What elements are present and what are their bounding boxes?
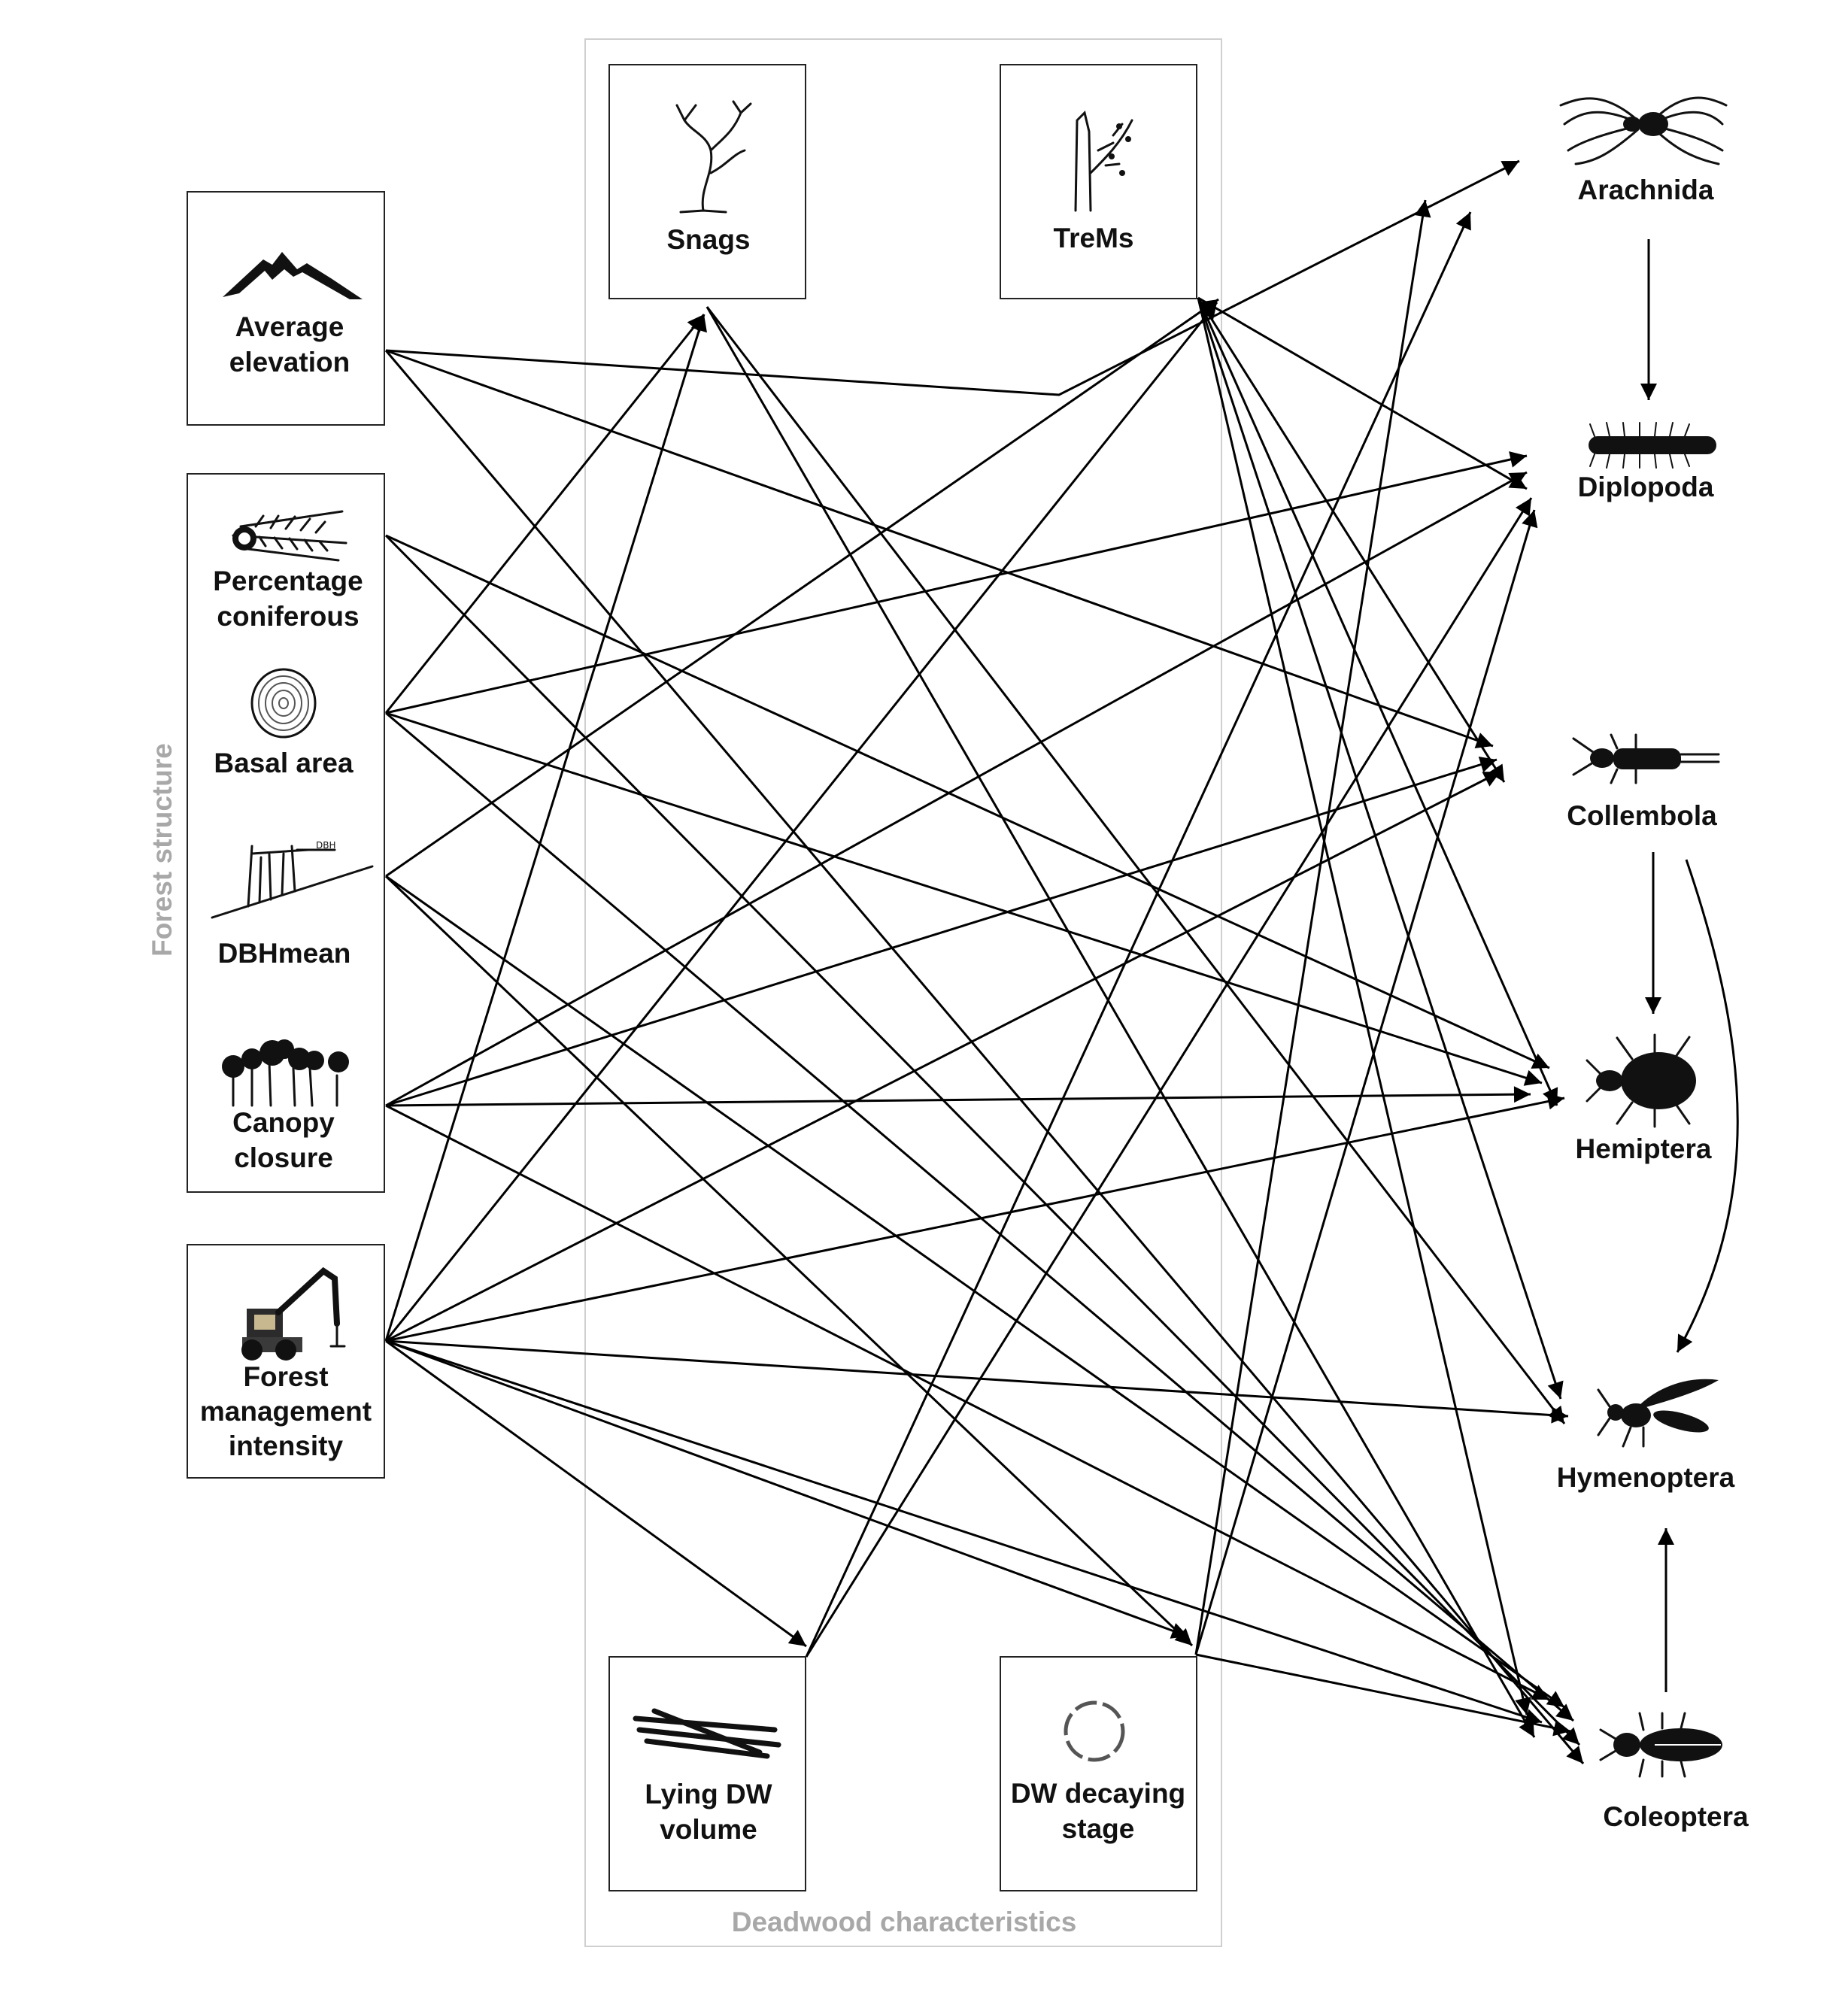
node-label-line: intensity bbox=[229, 1430, 344, 1461]
node-label-line: Hemiptera bbox=[1576, 1133, 1712, 1164]
edge-management-to-snags bbox=[384, 314, 707, 1342]
forest-structure-stack-box bbox=[187, 473, 385, 1193]
edge-management-to-trems bbox=[384, 302, 1218, 1342]
edge-dwdecay-to-coleoptera bbox=[1195, 1653, 1571, 1737]
edge-management-to-hymenoptera bbox=[385, 1339, 1569, 1424]
conifer-branch-icon bbox=[232, 510, 347, 562]
edge-dwdecay-to-diplopoda bbox=[1194, 509, 1538, 1655]
node-hemiptera: Hemiptera bbox=[1576, 1033, 1712, 1164]
node-label-line: TreMs bbox=[1054, 223, 1134, 253]
edge-management-to-collembola bbox=[385, 770, 1501, 1342]
edge-canopy-to-collembola bbox=[385, 757, 1498, 1107]
edge-basal-to-snags bbox=[384, 314, 706, 714]
node-label-line: Forest bbox=[243, 1361, 328, 1392]
node-label-line: Hymenoptera bbox=[1557, 1462, 1735, 1493]
bug-icon bbox=[1586, 1033, 1696, 1128]
node-label-line: Percentage bbox=[213, 566, 363, 596]
node-label-line: Arachnida bbox=[1578, 174, 1714, 205]
forest-structure-group-label: Forest structure bbox=[147, 743, 178, 957]
edge-trems-to-collembola bbox=[1197, 297, 1506, 783]
mountain-icon bbox=[223, 252, 363, 299]
edge-elevation-to-arachnida bbox=[385, 159, 1520, 396]
node-label-line: DW decaying bbox=[1011, 1778, 1185, 1809]
edge-dbh-to-trems bbox=[385, 298, 1219, 878]
edge-basal-to-hemiptera bbox=[385, 711, 1543, 1086]
node-lying-dw-volume: Lying DW volume bbox=[608, 1656, 806, 1891]
edge-trems-to-hemiptera bbox=[1197, 297, 1558, 1106]
edge-canopy-to-diplopoda bbox=[385, 471, 1528, 1107]
node-average-elevation: Average elevation bbox=[187, 191, 385, 426]
deadwood-group-label: Deadwood characteristics bbox=[732, 1907, 1077, 1937]
edge-trems-to-coleoptera bbox=[1197, 297, 1531, 1715]
edge-basal-to-coleoptera bbox=[385, 711, 1574, 1722]
node-label-line: closure bbox=[234, 1142, 333, 1173]
node-arachnida: Arachnida bbox=[1559, 96, 1728, 205]
edge-basal-to-diplopoda bbox=[385, 451, 1528, 714]
edge-coniferous-to-coleoptera bbox=[384, 534, 1581, 1746]
node-collembola: Collembola bbox=[1567, 733, 1720, 831]
edge-trems-to-diplopoda bbox=[1197, 296, 1528, 490]
beetle-icon bbox=[1599, 1712, 1722, 1778]
dead-tree-icon bbox=[675, 100, 752, 214]
edge-management-to-dwdecay bbox=[385, 1339, 1189, 1639]
node-dw-decaying-stage: DW decaying stage bbox=[1000, 1656, 1197, 1891]
tree-rings-icon bbox=[250, 668, 317, 739]
node-label-line: Average bbox=[235, 311, 344, 342]
edge-lyingdw-to-arachnida bbox=[805, 211, 1472, 1658]
edge-snags-to-hymenoptera bbox=[706, 306, 1566, 1424]
node-label-line: Lying DW bbox=[645, 1779, 772, 1810]
node-hymenoptera: Hymenoptera bbox=[1557, 1379, 1735, 1493]
edge-dwdecay-to-arachnida bbox=[1194, 199, 1431, 1655]
node-basal-area: Basal area bbox=[214, 668, 354, 778]
harvester-machine-icon bbox=[241, 1267, 346, 1361]
node-canopy-closure: Canopy closure bbox=[222, 1039, 349, 1173]
node-label-line: elevation bbox=[229, 347, 350, 378]
edge-lyingdw-to-diplopoda bbox=[805, 497, 1533, 1658]
edge-collembola-to-hymenoptera bbox=[1676, 859, 1739, 1353]
node-trems: TreMs bbox=[1000, 64, 1197, 299]
log-pile-icon bbox=[633, 1708, 781, 1759]
edge-snags-to-coleoptera bbox=[706, 306, 1536, 1738]
wasp-icon bbox=[1597, 1379, 1719, 1448]
node-label-line: stage bbox=[1062, 1813, 1135, 1844]
trees-canopy-icon bbox=[222, 1039, 349, 1107]
node-percentage-coniferous: Percentage coniferous bbox=[213, 510, 363, 632]
edge-elevation-to-collembola bbox=[385, 349, 1494, 748]
node-label-line: management bbox=[200, 1396, 372, 1427]
node-diplopoda: Diplopoda bbox=[1578, 422, 1716, 502]
edge-dbh-to-dwdecay bbox=[384, 875, 1194, 1647]
node-label-line: DBHmean bbox=[218, 938, 351, 969]
node-label-line: Collembola bbox=[1567, 800, 1717, 831]
spider-icon bbox=[1559, 96, 1728, 165]
node-label-line: Basal area bbox=[214, 748, 354, 778]
node-forest-management-intensity: Forest management intensity bbox=[187, 1244, 385, 1479]
node-label-line: Canopy bbox=[232, 1107, 335, 1138]
edges-layer bbox=[384, 159, 1739, 1764]
node-label-line: coniferous bbox=[217, 601, 359, 632]
node-label-line: volume bbox=[660, 1814, 757, 1845]
node-coleoptera: Coleoptera bbox=[1599, 1712, 1749, 1832]
node-label-line: Coleoptera bbox=[1603, 1801, 1749, 1832]
svg-text:DBH: DBH bbox=[316, 840, 336, 851]
decay-cycle-icon bbox=[1064, 1700, 1125, 1762]
tree-trunk-measure-icon: DBH bbox=[211, 840, 374, 919]
node-snags: Snags bbox=[608, 64, 806, 299]
node-label-line: Snags bbox=[666, 224, 750, 255]
edge-management-to-lyingdw bbox=[385, 1339, 807, 1648]
edge-trems-to-hymenoptera bbox=[1197, 297, 1564, 1400]
edge-management-to-hemiptera bbox=[385, 1093, 1565, 1342]
springtail-icon bbox=[1572, 733, 1720, 784]
node-dbhmean: DBH DBHmean bbox=[211, 840, 374, 969]
edge-management-to-coleoptera bbox=[385, 1339, 1543, 1725]
node-label-line: Diplopoda bbox=[1578, 472, 1714, 502]
millipede-icon bbox=[1589, 422, 1716, 469]
broken-tree-icon bbox=[1074, 111, 1133, 212]
edge-elevation-to-coleoptera bbox=[384, 350, 1585, 1764]
edge-canopy-to-coleoptera bbox=[385, 1104, 1550, 1701]
